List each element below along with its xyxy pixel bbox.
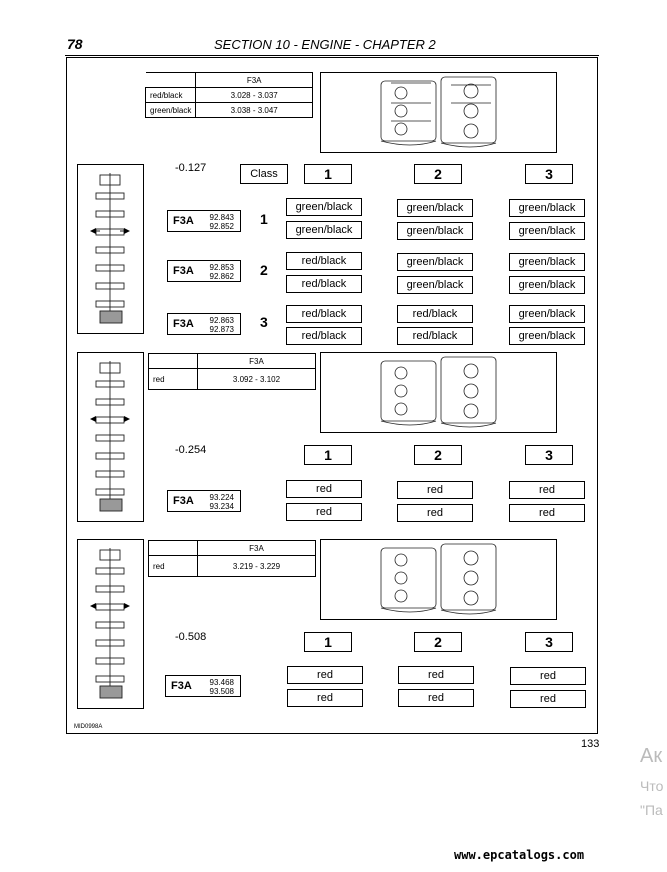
diameter-max: 93.234 [209, 502, 234, 511]
diameter-min: 92.863 [209, 316, 234, 325]
class-3-header: 3 [525, 445, 573, 465]
class-2-header: 2 [414, 164, 462, 184]
spec-header: F3A [195, 72, 313, 88]
engine-block-illustration [320, 539, 557, 620]
bearing-color-cell: red/black [286, 275, 362, 293]
bearing-color-cell: red/black [286, 327, 362, 345]
bearing-color-cell: red [510, 690, 586, 708]
engine-label: F3A [173, 215, 194, 227]
bearing-color-cell: red [509, 481, 585, 499]
bearing-color-cell: green/black [397, 276, 473, 294]
class-2-header: 2 [414, 445, 462, 465]
bearing-color-cell: green/black [509, 305, 585, 323]
bearing-color-cell: green/black [509, 222, 585, 240]
bearing-color-cell: red [286, 480, 362, 498]
bearing-color-cell: red [509, 504, 585, 522]
row-number: 2 [260, 262, 268, 278]
bearing-color-cell: red [397, 481, 473, 499]
watermark-line: Ак [640, 745, 663, 767]
spec-range: 3.038 - 3.047 [195, 102, 313, 118]
undersize-offset: -0.127 [175, 162, 207, 174]
row-number: 1 [260, 211, 268, 227]
bearing-color-cell: green/black [509, 327, 585, 345]
spec-color: red [148, 368, 198, 390]
crankshaft-illustration [77, 164, 144, 334]
bearing-color-cell: green/black [286, 221, 362, 239]
diameter-max: 92.852 [209, 222, 234, 231]
diameter-min: 92.853 [209, 263, 234, 272]
watermark-line: Что [640, 778, 664, 794]
bearing-color-cell: green/black [509, 253, 585, 271]
bearing-color-cell: green/black [397, 199, 473, 217]
watermark-line: "Па [640, 802, 663, 818]
bearing-color-cell: red [286, 503, 362, 521]
bearing-color-cell: red [287, 666, 363, 684]
class-1-header: 1 [304, 632, 352, 652]
journal-diameter-box: F3A 92.863 92.873 [167, 313, 241, 335]
engine-label: F3A [173, 495, 194, 507]
page-number-bottom: 133 [581, 738, 600, 750]
journal-diameter-box: F3A 92.843 92.852 [167, 210, 241, 232]
spec-range: 3.028 - 3.037 [195, 87, 313, 103]
diameter-max: 92.873 [209, 325, 234, 334]
bearing-color-cell: red [397, 504, 473, 522]
spec-range: 3.219 - 3.229 [197, 555, 316, 577]
diameter-min: 93.468 [209, 678, 234, 687]
spec-header: F3A [197, 353, 316, 369]
spec-color: red/black [144, 87, 197, 103]
header-rule [65, 55, 599, 56]
bearing-color-cell: green/black [397, 222, 473, 240]
bearing-color-cell: red [287, 689, 363, 707]
class-3-header: 3 [525, 632, 573, 652]
bearing-color-cell: green/black [509, 276, 585, 294]
undersize-offset: -0.508 [175, 631, 207, 643]
spec-range: 3.092 - 3.102 [197, 368, 316, 390]
crankshaft-illustration [77, 539, 144, 709]
class-label: Class [240, 164, 288, 184]
site-url[interactable]: www.epcatalogs.com [454, 848, 585, 862]
spec-header: F3A [197, 540, 316, 556]
bearing-color-cell: red/black [286, 305, 362, 323]
engine-label: F3A [173, 265, 194, 277]
page-title: SECTION 10 - ENGINE - CHAPTER 2 [214, 37, 436, 52]
engine-label: F3A [171, 680, 192, 692]
class-2-header: 2 [414, 632, 462, 652]
engine-block-illustration [320, 352, 557, 433]
journal-diameter-box: F3A 93.224 93.234 [167, 490, 241, 512]
bearing-color-cell: green/black [397, 253, 473, 271]
engine-label: F3A [173, 318, 194, 330]
journal-diameter-box: F3A 92.853 92.862 [167, 260, 241, 282]
diameter-min: 93.224 [209, 493, 234, 502]
page-number: 78 [67, 36, 83, 52]
spec-color: red [148, 555, 198, 577]
undersize-offset: -0.254 [175, 444, 207, 456]
bearing-color-cell: green/black [286, 198, 362, 216]
class-1-header: 1 [304, 164, 352, 184]
row-number: 3 [260, 314, 268, 330]
class-3-header: 3 [525, 164, 573, 184]
figure-frame [66, 57, 598, 734]
spec-color: green/black [144, 102, 197, 118]
engine-block-illustration [320, 72, 557, 153]
bearing-color-cell: green/black [509, 199, 585, 217]
bearing-color-cell: red/black [397, 305, 473, 323]
figure-code: MID0998A [74, 724, 103, 730]
bearing-color-cell: red/black [286, 252, 362, 270]
bearing-color-cell: red [398, 689, 474, 707]
crankshaft-illustration [77, 352, 144, 522]
diameter-max: 92.862 [209, 272, 234, 281]
bearing-color-cell: red/black [397, 327, 473, 345]
diameter-min: 92.843 [209, 213, 234, 222]
bearing-color-cell: red [398, 666, 474, 684]
bearing-color-cell: red [510, 667, 586, 685]
diameter-max: 93.508 [209, 687, 234, 696]
class-1-header: 1 [304, 445, 352, 465]
journal-diameter-box: F3A 93.468 93.508 [165, 675, 241, 697]
